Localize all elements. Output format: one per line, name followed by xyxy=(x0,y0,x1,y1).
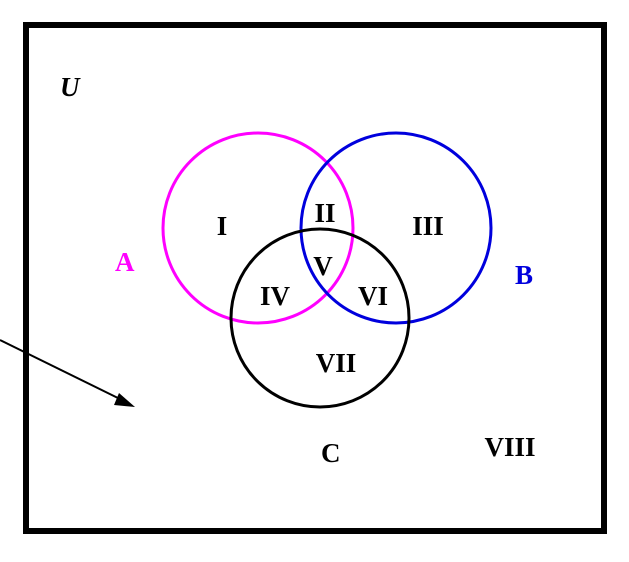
set-b-circle xyxy=(299,131,493,325)
set-c-label: C xyxy=(321,438,341,468)
set-a-label: A xyxy=(115,247,135,277)
region-label: I xyxy=(217,211,228,241)
pointer-arrow-line xyxy=(0,339,123,401)
region-label: VIII xyxy=(484,432,535,462)
region-label: VI xyxy=(358,281,388,311)
set-a-circle xyxy=(161,131,355,325)
set-b-label: B xyxy=(515,260,533,290)
universe-box xyxy=(23,22,607,534)
universe-label: U xyxy=(60,72,81,102)
region-label: II xyxy=(314,198,335,228)
arrow-head-icon xyxy=(114,393,135,407)
set-c-circle xyxy=(229,227,411,409)
region-label: III xyxy=(412,211,444,241)
region-label: V xyxy=(313,251,333,281)
region-label: VII xyxy=(316,348,357,378)
region-label: IV xyxy=(260,281,291,311)
